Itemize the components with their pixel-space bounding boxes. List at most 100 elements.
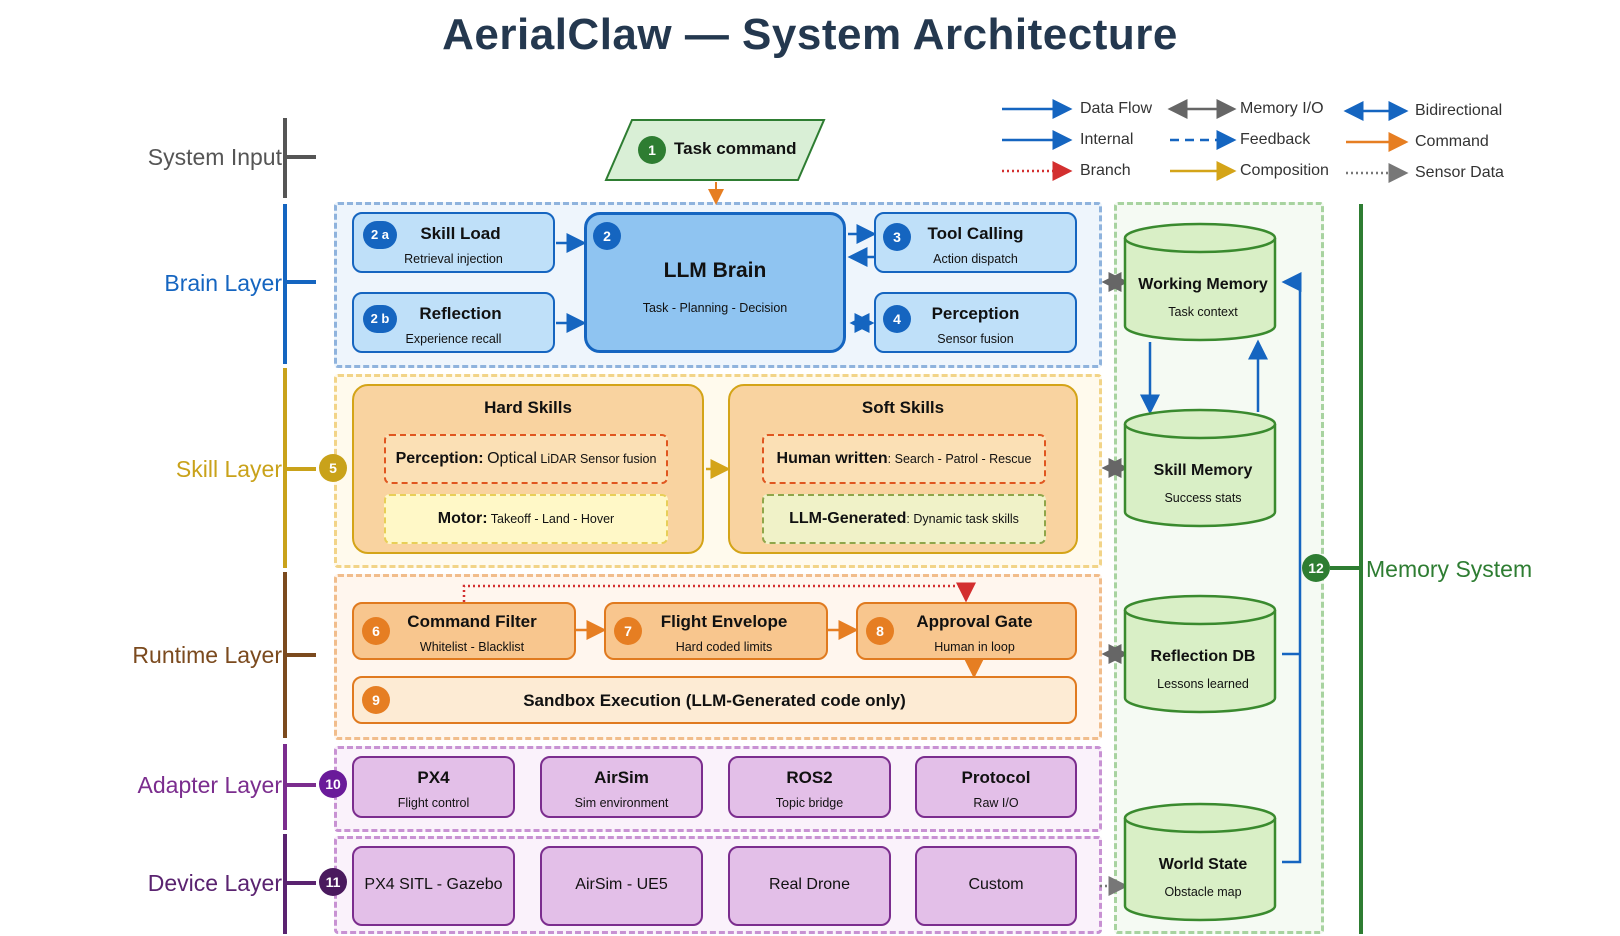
flight-envelope-badge: 7 [614,617,642,645]
hard-skills-group[interactable]: Hard Skills Perception: Optical LiDAR Se… [352,384,704,554]
device-custom-label: Custom [968,876,1024,893]
approval-gate-sub: Human in loop [934,640,1015,654]
hard-skills-title: Hard Skills [484,398,572,417]
layer-label-runtime: Runtime Layer [132,642,282,668]
reflection-box[interactable]: 2 b Reflection Experience recall [352,292,555,353]
hard-motor-skill[interactable]: Motor: Takeoff - Land - Hover [384,494,668,544]
layer-label-system-input: System Input [147,144,282,170]
skill-load-badge: 2 a [363,221,397,249]
tool-calling-title: Tool Calling [927,224,1024,243]
legend-command: Command [1415,133,1489,150]
flight-envelope-sub: Hard coded limits [675,640,773,654]
legend-branch: Branch [1080,162,1131,179]
sandbox-badge: 9 [362,686,390,714]
adapter-px4-title: PX4 [417,768,450,787]
llm-brain-title: LLM Brain [663,259,767,282]
command-filter-sub: Whitelist - Blacklist [419,640,525,654]
command-filter-box[interactable]: 6 Command Filter Whitelist - Blacklist [352,602,576,660]
llm-brain-box[interactable]: 2 LLM Brain Task - Planning - Decision [584,212,846,353]
reflection-sub: Experience recall [405,332,502,346]
layer-bar-device [283,834,287,934]
soft-human-detail: : Search - Patrol - Rescue [887,452,1032,466]
device-px4-sitl-label: PX4 SITL - Gazebo [364,876,503,893]
approval-gate-box[interactable]: 8 Approval Gate Human in loop [856,602,1077,660]
layer-tick-adapter [286,783,316,787]
soft-llm-skill[interactable]: LLM-Generated: Dynamic task skills [762,494,1046,544]
adapter-airsim-sub: Sim environment [574,796,669,810]
layer-bar-adapter [283,744,287,830]
soft-human-skill[interactable]: Human written: Search - Patrol - Rescue [762,434,1046,484]
legend-memory-io: Memory I/O [1240,100,1324,117]
legend-sensor-data: Sensor Data [1415,164,1504,181]
memory-system-badge: 12 [1302,554,1330,582]
device-px4-sitl-box[interactable]: PX4 SITL - Gazebo [352,846,515,926]
working-memory-title: Working Memory [1138,276,1268,293]
reflection-badge: 2 b [363,305,397,333]
layer-tick-skill [286,467,316,471]
skill-memory-sub: Success stats [1164,491,1242,505]
layer-tick-brain [286,280,316,284]
reflection-title: Reflection [419,304,502,323]
approval-gate-title: Approval Gate [916,612,1033,631]
memory-system-tick [1330,566,1360,570]
hard-motor-label: Motor: [437,510,488,527]
flight-envelope-title: Flight Envelope [660,612,788,631]
adapter-px4-box[interactable]: PX4 Flight control [352,756,515,818]
soft-skills-title: Soft Skills [861,398,945,417]
flight-envelope-box[interactable]: 7 Flight Envelope Hard coded limits [604,602,828,660]
layer-bar-brain [283,204,287,364]
perception-title: Perception [931,304,1020,323]
command-filter-title: Command Filter [407,612,537,631]
world-state-cylinder [1123,802,1277,922]
working-memory-cylinder [1123,222,1277,342]
hard-perception-skill[interactable]: Perception: Optical LiDAR Sensor fusion [384,434,668,484]
layer-label-brain: Brain Layer [164,270,282,296]
adapter-airsim-title: AirSim [594,768,649,787]
adapter-layer-badge: 10 [319,770,347,798]
adapter-protocol-sub: Raw I/O [973,796,1019,810]
adapter-px4-sub: Flight control [397,796,470,810]
perception-sub: Sensor fusion [937,332,1014,346]
sandbox-title: Sandbox Execution (LLM-Generated code on… [523,691,906,710]
reflection-db-sub: Lessons learned [1157,677,1249,691]
perception-box[interactable]: 4 Perception Sensor fusion [874,292,1077,353]
device-airsim-box[interactable]: AirSim - UE5 [540,846,703,926]
llm-brain-badge: 2 [593,222,621,250]
skill-memory-cylinder [1123,408,1277,528]
device-real-drone-box[interactable]: Real Drone [728,846,891,926]
soft-skills-group[interactable]: Soft Skills Human written: Search - Patr… [728,384,1078,554]
hard-perception-label: Perception: [395,450,484,467]
layer-tick-runtime [286,653,316,657]
soft-human-label: Human written [776,450,888,467]
layer-tick-system-input [286,155,316,159]
legend-arrows [1002,99,1409,183]
memory-cylinders [1123,222,1277,922]
device-custom-box[interactable]: Custom [915,846,1077,926]
llm-brain-sub: Task - Planning - Decision [642,301,788,315]
device-airsim-label: AirSim - UE5 [575,876,668,893]
adapter-ros2-box[interactable]: ROS2 Topic bridge [728,756,891,818]
memory-system-label: Memory System [1366,556,1533,582]
task-command-shape [604,119,826,181]
adapter-airsim-box[interactable]: AirSim Sim environment [540,756,703,818]
adapter-protocol-box[interactable]: Protocol Raw I/O [915,756,1077,818]
layer-bar-runtime [283,572,287,738]
skill-load-title: Skill Load [420,224,501,243]
tool-calling-box[interactable]: 3 Tool Calling Action dispatch [874,212,1077,273]
legend-bidirectional: Bidirectional [1415,102,1503,119]
skill-load-box[interactable]: 2 a Skill Load Retrieval injection [352,212,555,273]
world-state-sub: Obstacle map [1164,885,1242,899]
device-real-drone-label: Real Drone [769,876,850,893]
skill-load-sub: Retrieval injection [404,252,503,266]
tool-calling-sub: Action dispatch [933,252,1018,266]
sandbox-execution-box[interactable]: 9 Sandbox Execution (LLM-Generated code … [352,676,1077,724]
page-title: AerialClaw — System Architecture [442,10,1178,59]
task-command-label: Task command [674,139,797,158]
working-memory-sub: Task context [1168,305,1238,319]
soft-llm-label: LLM-Generated [789,510,907,527]
reflection-db-title: Reflection DB [1150,648,1256,665]
skill-layer-badge: 5 [319,454,347,482]
legend-composition: Composition [1240,162,1329,179]
adapter-ros2-title: ROS2 [786,768,833,787]
